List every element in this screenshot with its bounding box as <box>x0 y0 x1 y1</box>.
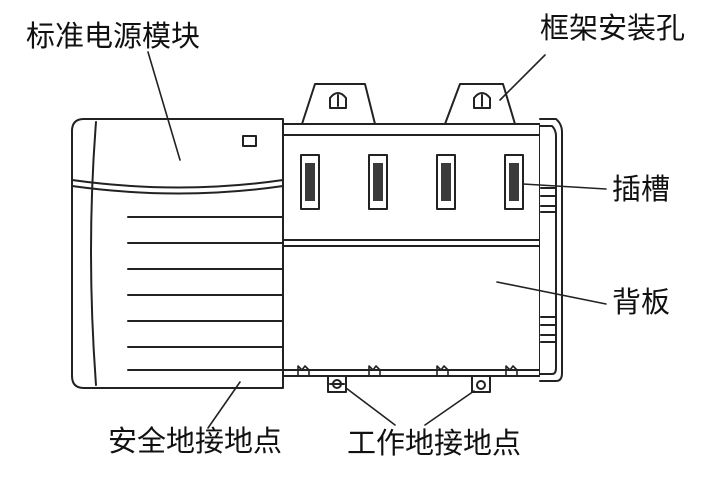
leader-work-ground-right <box>424 390 475 426</box>
label-backplane: 背板 <box>612 285 671 319</box>
slot-4 <box>504 154 524 210</box>
work-ground-point-right <box>471 375 491 393</box>
slot-3 <box>436 154 456 210</box>
bottom-tabs <box>297 365 518 377</box>
label-safety-ground: 安全地接地点 <box>108 424 283 458</box>
label-power-module: 标准电源模块 <box>26 19 201 53</box>
power-module <box>71 118 284 389</box>
label-slots: 插槽 <box>612 172 671 206</box>
leader-work-ground-left <box>345 387 396 426</box>
label-mount-holes: 框架安装孔 <box>540 11 686 45</box>
chassis-body <box>282 123 541 377</box>
leader-power-module <box>147 51 181 161</box>
mount-ear-right <box>444 83 516 125</box>
leader-mount-holes <box>499 54 546 101</box>
leader-safety-ground <box>207 381 241 429</box>
mount-ear-left <box>301 83 376 125</box>
leader-lines <box>147 51 607 429</box>
slot-1 <box>300 154 320 210</box>
chassis-end-cap <box>539 118 563 382</box>
leader-backplane <box>496 281 607 305</box>
leader-slots <box>522 183 607 190</box>
slot-2 <box>368 154 388 210</box>
work-ground-point-left <box>327 375 347 393</box>
label-work-ground: 工作地接地点 <box>347 426 522 460</box>
